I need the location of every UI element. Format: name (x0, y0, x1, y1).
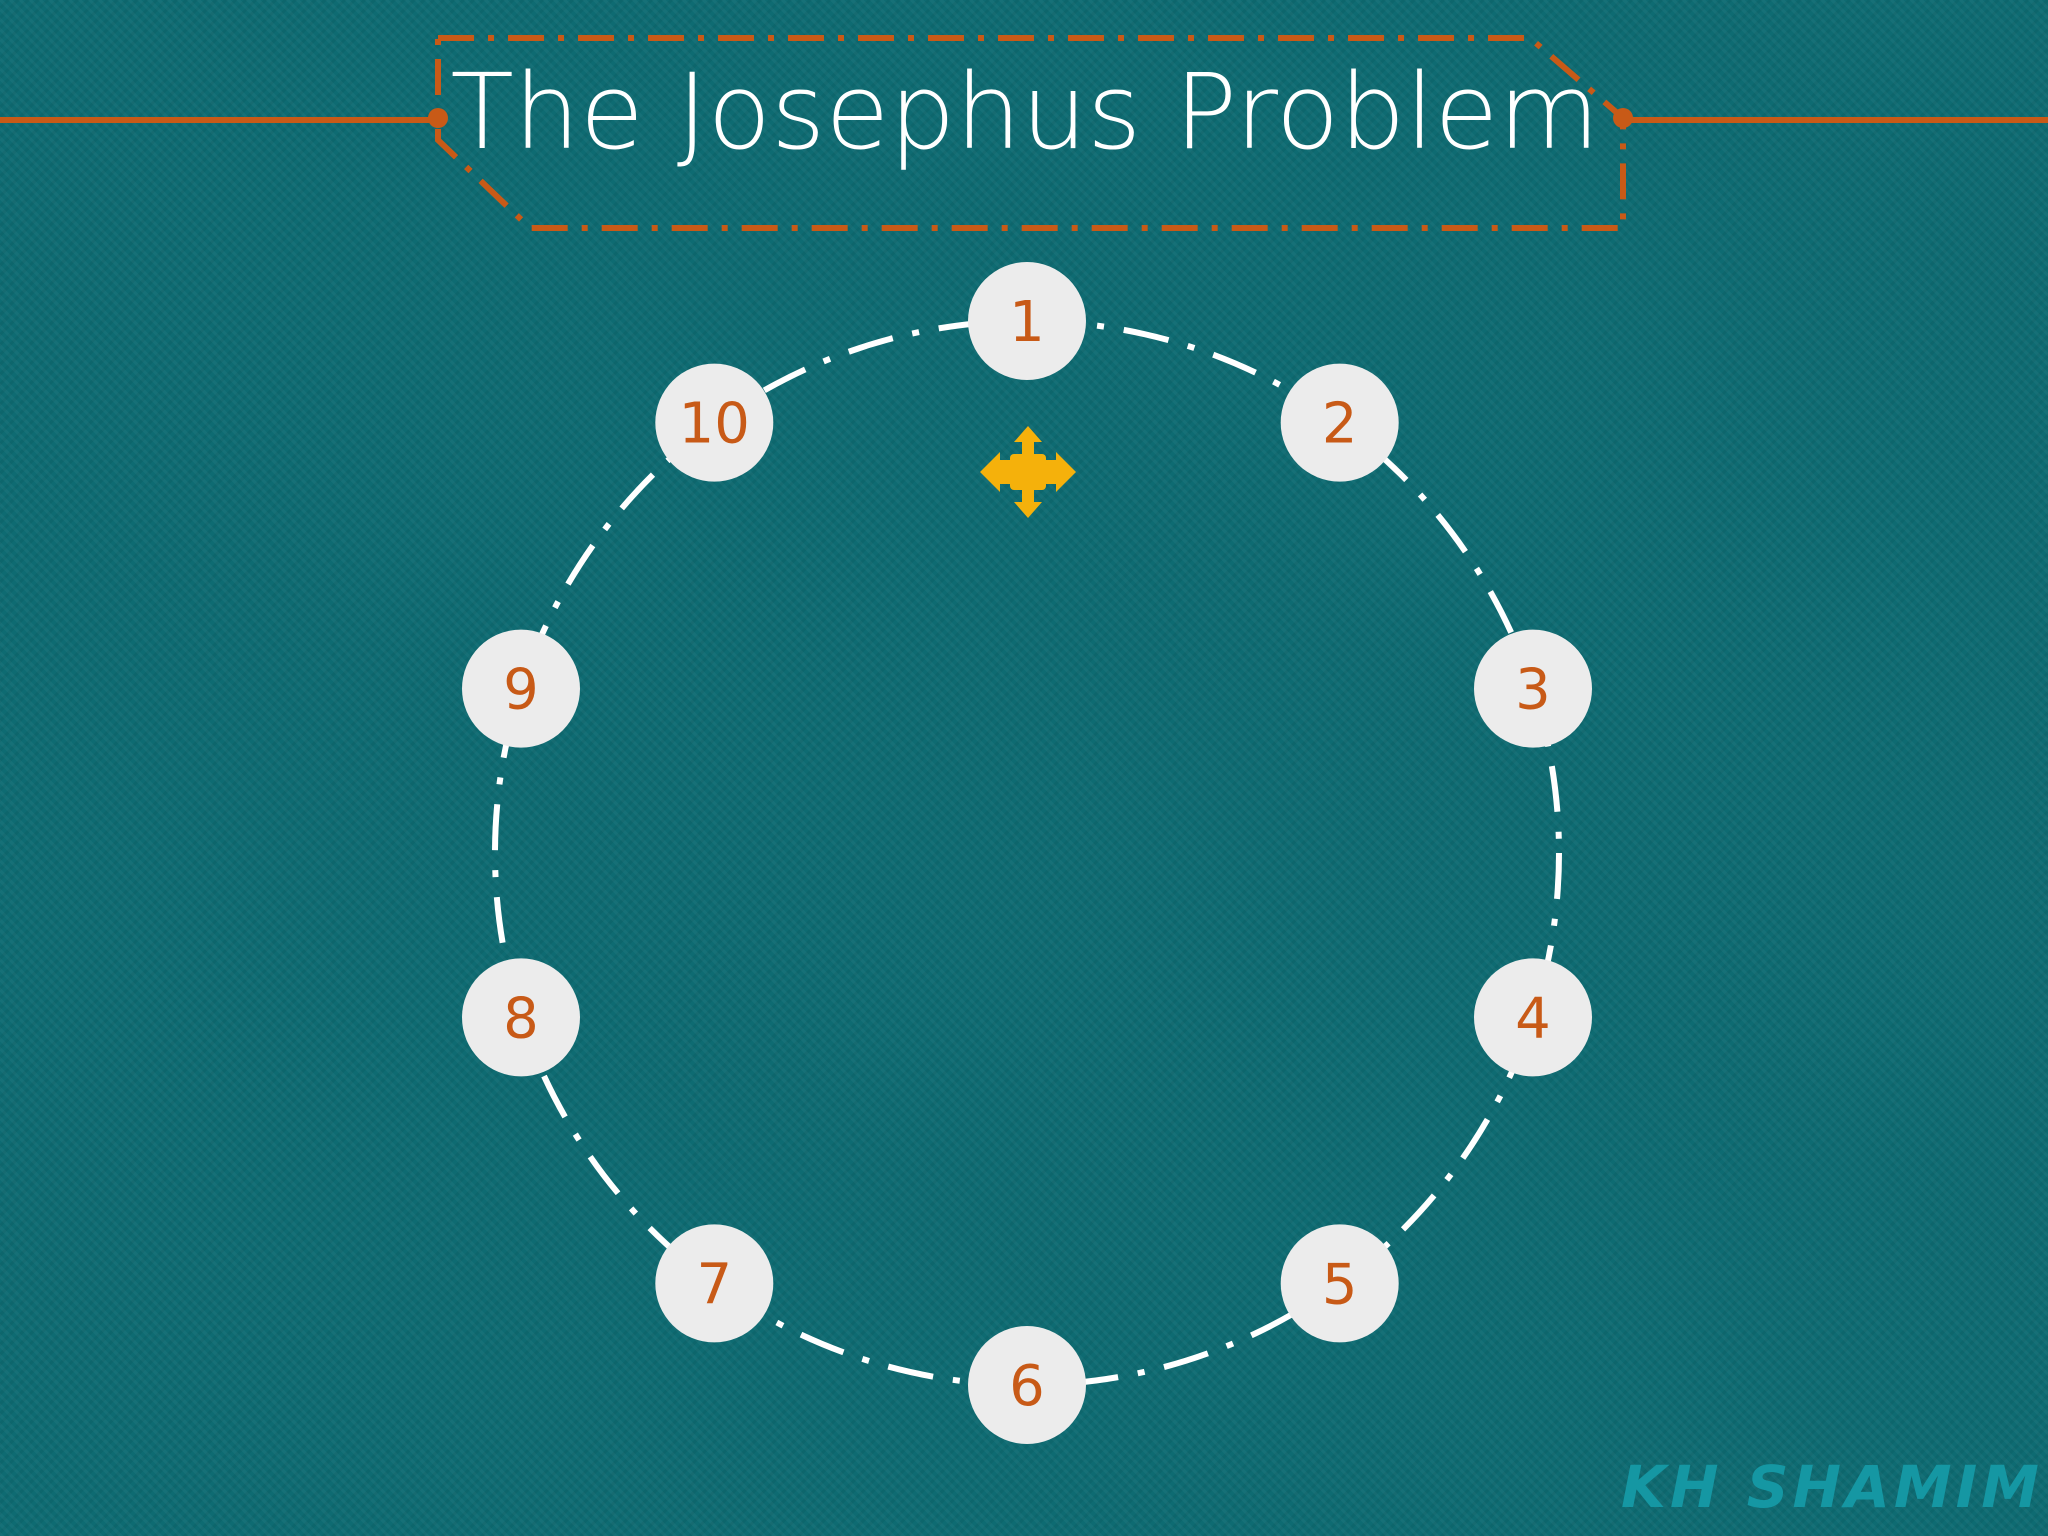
person-node: 8 (462, 958, 580, 1077)
person-number: 7 (696, 1252, 732, 1317)
person-node: 10 (655, 363, 774, 482)
move-arrows-icon (980, 426, 1076, 518)
person-number: 5 (1322, 1252, 1358, 1317)
person-node: 4 (1474, 958, 1592, 1077)
person-number: 3 (1515, 658, 1551, 723)
person-node: 6 (968, 1326, 1086, 1444)
person-number: 1 (1009, 290, 1045, 355)
person-node: 7 (655, 1224, 774, 1343)
person-circle (1280, 363, 1399, 482)
person-circle (462, 629, 580, 748)
person-node: 2 (1280, 363, 1399, 482)
person-number: 2 (1322, 392, 1358, 457)
page-title: The Josephus Problem (450, 51, 1599, 173)
title-banner: The Josephus Problem (0, 35, 2048, 231)
title-left-dot (428, 108, 448, 128)
person-number: 10 (679, 392, 750, 457)
person-circle (1474, 958, 1592, 1077)
person-circle (968, 1326, 1086, 1444)
person-number: 4 (1515, 986, 1551, 1051)
person-circle (462, 958, 580, 1077)
person-circle (655, 1224, 774, 1343)
person-circle (655, 363, 774, 482)
person-circle (1474, 629, 1592, 748)
person-node: 3 (1474, 629, 1592, 748)
title-frame (435, 35, 1626, 231)
person-number: 6 (1009, 1354, 1045, 1419)
josephus-circle (492, 318, 1562, 1388)
person-circle (968, 262, 1086, 380)
person-node: 5 (1280, 1224, 1399, 1343)
watermark: KH SHAMIM (1621, 1453, 2043, 1521)
circle-path (492, 318, 1562, 1388)
person-number: 8 (503, 986, 539, 1051)
person-node: 9 (462, 629, 580, 748)
people-nodes: 1 2 3 4 5 6 7 8 9 10 (462, 262, 1592, 1444)
person-circle (1280, 1224, 1399, 1343)
person-node: 1 (968, 262, 1086, 380)
person-number: 9 (503, 658, 539, 723)
